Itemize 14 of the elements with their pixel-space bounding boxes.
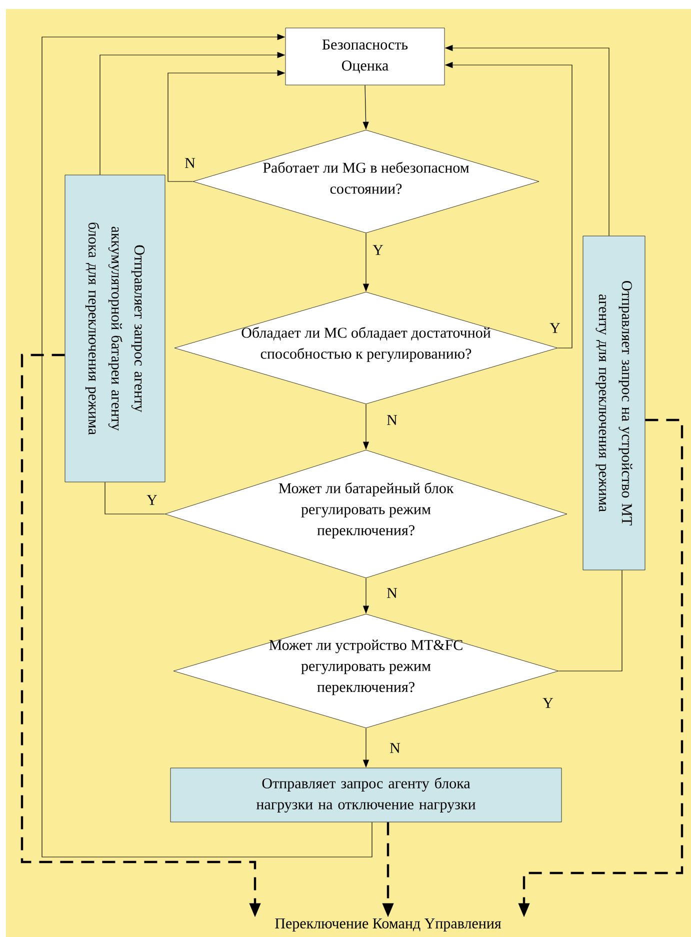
- process-box: Отправляет запрос агенту аккумуляторной батареи агенту блока для переключения режима: [64, 174, 166, 482]
- edge-label: N: [388, 742, 402, 754]
- edge-label: N: [386, 587, 398, 599]
- command-label: Переключение Команд Yправления: [275, 918, 502, 932]
- edge-label: N: [386, 414, 398, 426]
- process-box: Отправляет запрос агенту блока нагрузки на отключение нагрузки: [170, 768, 562, 822]
- process-box: Отправляет запрос на устройство MT агенту для переключения режима: [582, 236, 646, 570]
- edge-label: Y: [372, 244, 384, 256]
- edge-label: Y: [542, 697, 554, 709]
- process-box: Безопасность Оценка: [285, 28, 445, 86]
- arrow: [42, 34, 372, 858]
- connector-line: [104, 482, 166, 514]
- edge-label: Y: [146, 494, 158, 506]
- connector-line: [558, 570, 622, 672]
